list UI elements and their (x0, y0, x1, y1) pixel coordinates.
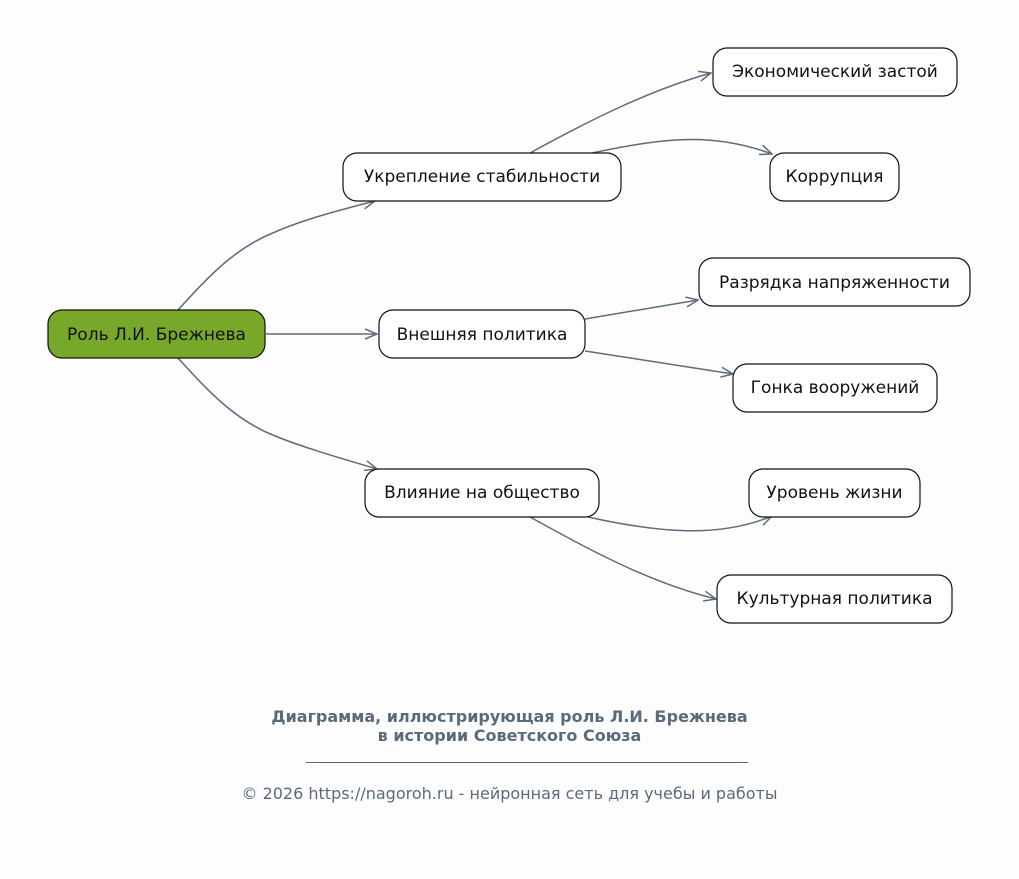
leaf-label: Уровень жизни (766, 483, 902, 503)
leaf-label: Культурная политика (737, 589, 933, 609)
branch-label: Влияние на общество (384, 483, 580, 503)
mind-map-diagram: Роль Л.И. Брежнева Укрепление стабильнос… (47, 47, 971, 624)
leaf-node-stagnation: Экономический застой (712, 47, 958, 97)
branch-node-stability: Укрепление стабильности (342, 152, 622, 202)
leaf-label: Экономический застой (732, 62, 938, 82)
diagram-caption: Диаграмма, иллюстрирующая роль Л.И. Бреж… (0, 707, 1019, 745)
leaf-node-cultural-policy: Культурная политика (716, 574, 953, 624)
caption-divider (306, 762, 748, 763)
edge-stability-corruption (591, 138, 772, 154)
root-label: Роль Л.И. Брежнева (67, 325, 246, 345)
edge-society-culture (529, 516, 716, 599)
edge-foreign-arms (584, 350, 733, 374)
edge-stability-stagnation (529, 73, 711, 154)
edges (177, 73, 772, 599)
branch-node-society: Влияние на общество (364, 468, 600, 518)
edge-root-society (177, 357, 377, 469)
leaf-label: Гонка вооружений (751, 378, 920, 398)
leaf-node-arms-race: Гонка вооружений (732, 363, 938, 413)
caption-title-line1: Диаграмма, иллюстрирующая роль Л.И. Бреж… (271, 707, 748, 726)
edge-root-stability (177, 201, 375, 311)
leaf-label: Коррупция (785, 167, 883, 187)
branch-label: Укрепление стабильности (364, 167, 600, 187)
leaf-node-detente: Разрядка напряженности (698, 257, 971, 307)
leaf-node-living-standard: Уровень жизни (748, 468, 921, 518)
root-node: Роль Л.И. Брежнева (47, 309, 266, 359)
branch-label: Внешняя политика (397, 325, 568, 345)
edge-society-living (587, 516, 772, 532)
branch-node-foreign-policy: Внешняя политика (378, 309, 586, 359)
leaf-label: Разрядка напряженности (719, 273, 950, 293)
edge-foreign-detente (584, 300, 698, 320)
caption-title-line2: в истории Советского Союза (377, 726, 642, 745)
copyright-footer: © 2026 https://nagoroh.ru - нейронная се… (241, 784, 778, 803)
leaf-node-corruption: Коррупция (769, 152, 900, 202)
